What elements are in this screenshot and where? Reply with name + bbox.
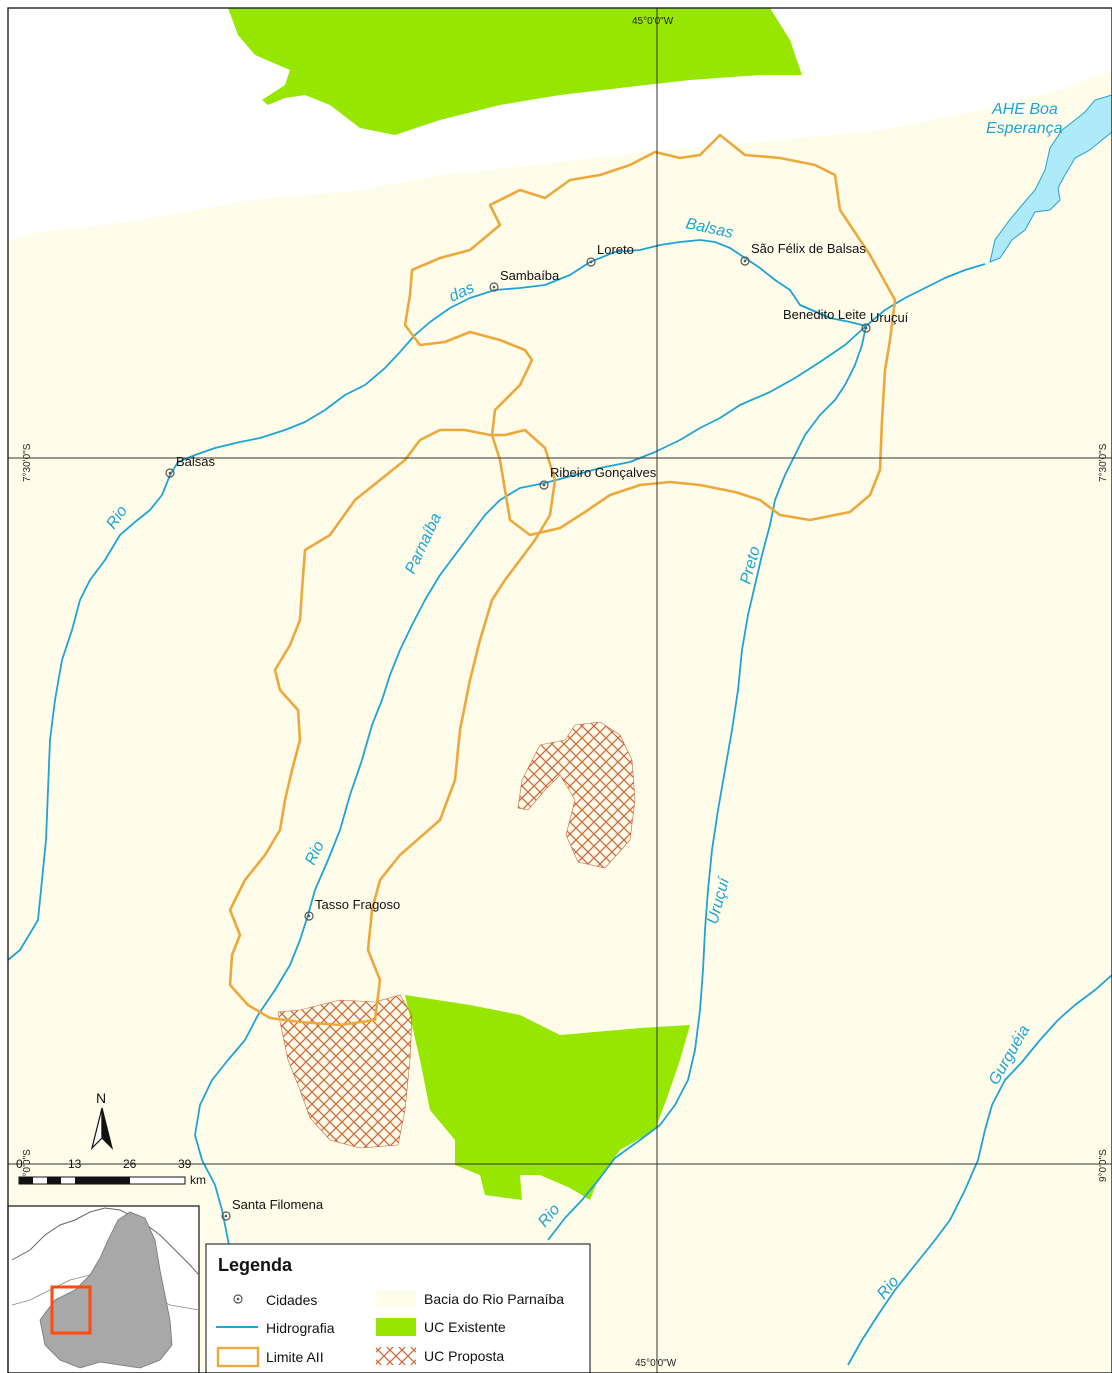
scale-tick-39: 39 (178, 1157, 192, 1171)
city-dot-icon (542, 483, 546, 487)
city-symbol-icon (489, 282, 499, 292)
legend-label: Hidrografia (266, 1320, 335, 1336)
city-ribeiro-goncalves[interactable]: Ribeiro Gonçalves (539, 465, 657, 490)
graticule-lines (8, 8, 1112, 1373)
city-symbol-icon (233, 1294, 243, 1304)
map-frame (7, 7, 1112, 1373)
city-symbol-icon (861, 323, 871, 333)
inset-locator-map (7, 1205, 200, 1373)
cities: Loreto Sambaíba São Félix de Balsas Bene… (165, 241, 909, 1221)
legend-label: UC Proposta (424, 1348, 504, 1364)
legend-item-limite-aii: Limite AII (216, 1346, 324, 1368)
city-label: Balsas (176, 454, 216, 469)
legend-label: Limite AII (266, 1349, 324, 1365)
scale-tick-0: 0 (16, 1157, 23, 1171)
boundary-outline-icon (216, 1346, 260, 1368)
legend: Legenda Cidades Hidrografia Limite AII B… (205, 1243, 591, 1373)
uc-proposta-east (517, 721, 636, 869)
graticule-label-lat-low-left: 9°0'0"S (22, 1149, 33, 1182)
city-urucui[interactable]: Uruçuí (861, 310, 909, 333)
proposed-uc-hatch-icon (376, 1347, 416, 1365)
city-dot-icon (224, 1214, 228, 1218)
legend-title: Legenda (218, 1255, 293, 1275)
city-symbol-icon (740, 256, 750, 266)
uc-existente-south (405, 995, 690, 1200)
river-balsas (7, 239, 867, 961)
city-symbol-icon (165, 468, 175, 478)
legend-label: Bacia do Rio Parnaíba (424, 1291, 564, 1307)
graticule-label-lon-top: 45°0'0"W (632, 16, 674, 27)
river-parnaiba (194, 325, 867, 1261)
hydrography (7, 239, 1112, 1366)
city-symbol-icon (221, 1211, 231, 1221)
reservoir-boa-esperanca (989, 94, 1112, 263)
city-sambaiba[interactable]: Sambaíba (489, 268, 560, 292)
city-dot-icon (307, 914, 311, 918)
uc-proposta-south (277, 994, 413, 1149)
legend-item-bacia: Bacia do Rio Parnaíba (376, 1290, 564, 1308)
uc-existente-north (228, 8, 802, 135)
scale-tick-13: 13 (68, 1157, 82, 1171)
legend-item-hidrografia: Hidrografia (216, 1320, 335, 1336)
city-label: São Félix de Balsas (751, 241, 866, 256)
city-dot-icon (168, 471, 172, 475)
inset-extent-marker (50, 1285, 92, 1335)
scale-segment (47, 1177, 61, 1184)
river-benedito-branch (799, 304, 831, 319)
city-label: Sambaíba (500, 268, 560, 283)
city-balsas[interactable]: Balsas (165, 454, 216, 478)
scale-unit: km (190, 1173, 206, 1187)
city-symbol-icon (586, 257, 596, 267)
city-santa-filomena[interactable]: Santa Filomena (221, 1197, 324, 1221)
north-arrow-right-icon (101, 1107, 114, 1150)
graticule-label-lat-low-right: 9°0'0"S (1098, 1149, 1109, 1182)
city-dot-icon (492, 285, 496, 289)
city-benedito-leite[interactable]: Benedito Leite (783, 307, 866, 322)
legend-label: Cidades (266, 1292, 317, 1308)
basin-area (8, 70, 1112, 1373)
city-label: Loreto (597, 242, 634, 257)
city-label: Ribeiro Gonçalves (550, 465, 657, 480)
city-loreto[interactable]: Loreto (586, 242, 634, 267)
aii-north-polygon (403, 133, 897, 537)
city-sao-felix-de-balsas[interactable]: São Félix de Balsas (740, 241, 866, 266)
city-symbol-icon (539, 480, 549, 490)
city-dot-icon (589, 260, 593, 264)
north-arrow-label: N (96, 1090, 106, 1106)
inset-coastline (11, 1207, 200, 1276)
legend-item-uc-proposta: UC Proposta (376, 1347, 504, 1365)
river-gurgueia (847, 974, 1112, 1366)
city-label: Benedito Leite (783, 307, 866, 322)
legend-item-uc-existente: UC Existente (376, 1318, 506, 1336)
city-dot-icon (236, 1297, 240, 1301)
river-upper-tributary (865, 263, 986, 327)
city-label: Uruçuí (870, 310, 909, 325)
inset-basin-shape (39, 1211, 173, 1369)
label-ahe-line2: Esperança (986, 120, 1063, 137)
graticule-label-lat-mid-right: 7°30'0"S (1098, 443, 1109, 482)
city-label: Tasso Fragoso (315, 897, 400, 912)
scale-segment (75, 1177, 130, 1184)
scale-tick-26: 26 (123, 1157, 137, 1171)
river-urucui-preto (547, 325, 867, 1241)
graticule-label-lon-bottom: 45°0'0"W (635, 1358, 677, 1369)
city-dot-icon (864, 326, 868, 330)
existing-uc-fill-icon (376, 1318, 416, 1336)
city-label: Santa Filomena (232, 1197, 324, 1212)
city-tasso-fragoso[interactable]: Tasso Fragoso (304, 897, 400, 921)
scale-bar: 0 13 26 39 km (16, 1157, 206, 1187)
legend-label: UC Existente (424, 1319, 506, 1335)
limite-aii (228, 133, 897, 1027)
city-symbol-icon (304, 911, 314, 921)
graticule-label-lat-mid-left: 7°30'0"S (22, 443, 33, 482)
legend-item-cidades: Cidades (233, 1292, 317, 1308)
aii-south-polygon (228, 428, 557, 1027)
scale-segment (19, 1177, 33, 1184)
river-corridor (8, 8, 1112, 232)
label-ahe-line1: AHE Boa (991, 101, 1058, 118)
city-dot-icon (743, 259, 747, 263)
basin-fill-icon (376, 1290, 416, 1308)
north-arrow: N (90, 1090, 114, 1150)
